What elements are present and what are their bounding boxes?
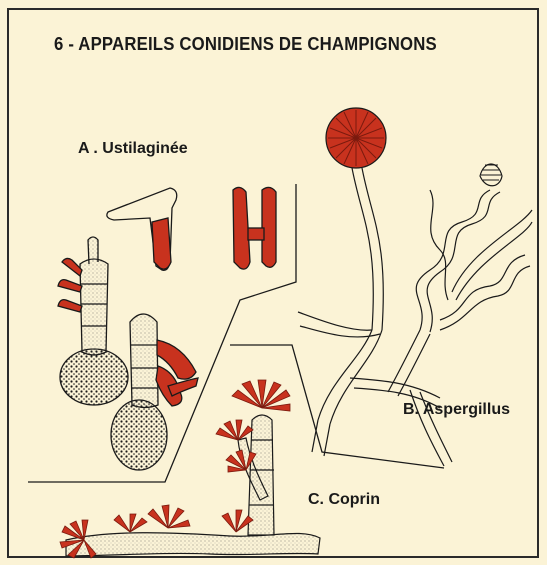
label-ustilaginee: A . Ustilaginée <box>78 140 188 158</box>
label-aspergillus: B. Aspergillus <box>403 401 510 419</box>
coprin-drawing <box>66 415 320 556</box>
plate-title: 6 - APPAREILS CONIDIENS DE CHAMPIGNONS <box>54 34 437 55</box>
label-coprin: C. Coprin <box>308 491 380 509</box>
ustilaginee-drawing <box>58 187 276 470</box>
